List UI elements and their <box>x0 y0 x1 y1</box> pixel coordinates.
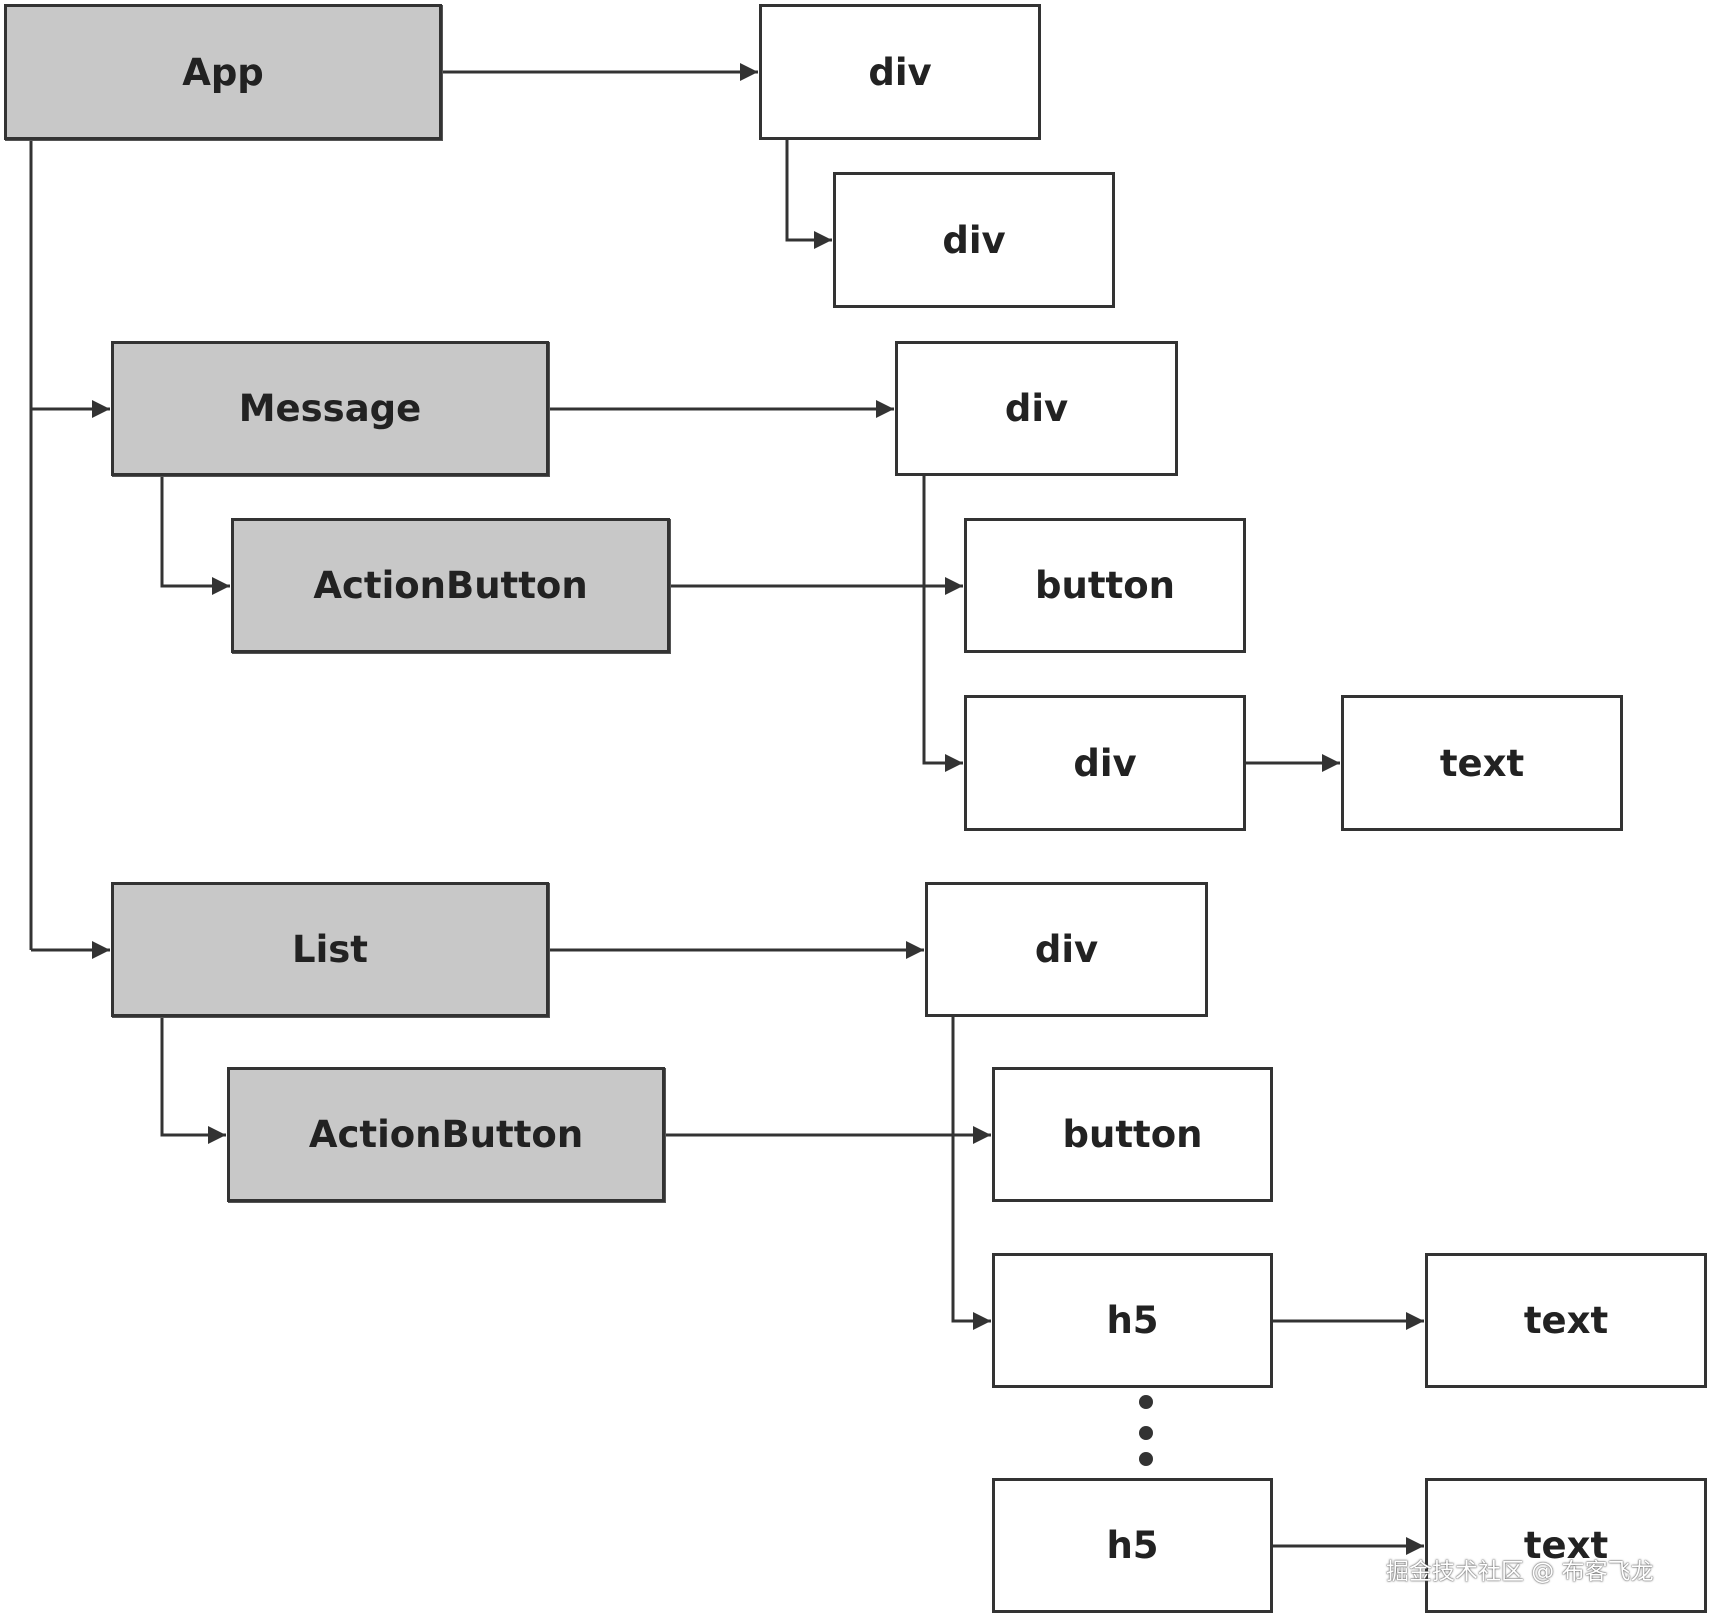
node-message-button: button <box>964 518 1246 653</box>
node-message-actionbutton: ActionButton <box>231 518 670 653</box>
node-message-inner-div: div <box>964 695 1246 831</box>
node-list-text-last: text <box>1425 1478 1707 1613</box>
ellipsis-dot <box>1139 1452 1153 1466</box>
node-list-h5-first: h5 <box>992 1253 1273 1388</box>
node-app-div: div <box>759 4 1041 140</box>
node-list-text-first: text <box>1425 1253 1707 1388</box>
watermark: 掘金技术社区 @ 布客飞龙 <box>1386 1559 1654 1585</box>
node-app: App <box>4 4 442 140</box>
node-list-button: button <box>992 1067 1273 1202</box>
edge-message-actionbutton <box>160 476 230 595</box>
edge-message-div-trunk <box>922 476 963 772</box>
node-list: List <box>111 882 549 1017</box>
edge-list-div-trunk <box>951 1017 991 1330</box>
node-list-div: div <box>925 882 1208 1017</box>
node-message-text: text <box>1341 695 1623 831</box>
ellipsis-dot <box>1139 1395 1153 1409</box>
edge-app-div-child <box>785 140 832 249</box>
node-list-actionbutton: ActionButton <box>227 1067 665 1202</box>
node-message: Message <box>111 341 549 476</box>
edge-list-actionbutton <box>160 1017 226 1144</box>
node-message-div: div <box>895 341 1178 476</box>
node-app-div-child: div <box>833 172 1115 308</box>
ellipsis-dot <box>1139 1426 1153 1440</box>
node-list-h5-last: h5 <box>992 1478 1273 1613</box>
